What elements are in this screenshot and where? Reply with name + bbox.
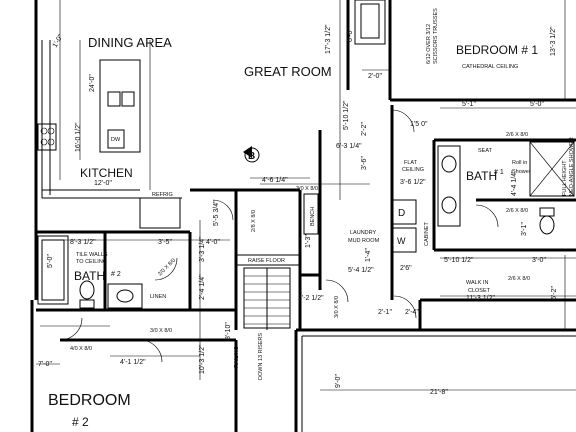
dim-text: 3'-6": [361, 156, 368, 170]
dim-text: 6'-3 1/4": [336, 143, 362, 150]
dim-text: 13'-3 1/2": [550, 26, 557, 56]
section-marker: B: [243, 146, 260, 163]
full-height-note-1: FULL HEIGHT: [562, 160, 568, 196]
railing-label: RAILING: [234, 346, 240, 368]
notes: TILE WALLS TO CEILING 6/12 OVER 3/12 SCI…: [76, 8, 575, 265]
dim-text: 5'-0": [530, 101, 544, 108]
dim-text: 16'-0 1/2": [75, 122, 82, 152]
dim-text: 5'-0": [47, 254, 54, 268]
dim-text: 6'-0": [347, 28, 354, 42]
bedroom1-label: BEDROOM # 1: [456, 43, 538, 57]
dim-text: 2'-2 1/2": [298, 295, 324, 302]
dim-text: 6'-2": [551, 286, 558, 300]
bath2-label: BATH: [74, 269, 105, 283]
bedroom1-ceiling-note: CATHEDRAL CEILING: [462, 64, 518, 70]
door-label: 2/6 X 8/0: [508, 276, 530, 282]
dim-text: 2'6": [400, 265, 412, 272]
dining-area-label: DINING AREA: [88, 35, 172, 50]
dim-text: 3'-0": [532, 257, 546, 264]
dim-text: 17'-3 1/2": [325, 24, 332, 54]
door-label: 4/0 X 8/0: [70, 346, 92, 352]
dim-text: 1'5 0": [410, 121, 428, 128]
dim-text: 12'-0": [94, 180, 112, 187]
dim-text: 2'-2": [361, 122, 368, 136]
dim-text: 5'-5 3/4": [213, 200, 220, 226]
dim-text: 3/0 X 8/0: [296, 186, 318, 192]
dim-text: 2'-4 1/4": [199, 274, 206, 300]
doors: [59, 109, 499, 363]
stairs: [243, 267, 291, 330]
tile-note-1: TILE WALLS: [76, 252, 108, 258]
door-label: 2/8 X 8/0: [251, 210, 257, 232]
mudroom-label: MUD ROOM: [348, 238, 380, 244]
seat-note: SEAT: [478, 148, 493, 154]
dim-text: 5'-10 1/2": [343, 100, 350, 130]
dim-text: 4'-0": [206, 239, 220, 246]
walls: [30, 0, 576, 432]
dim-text: 11'-3 1/2": [466, 295, 496, 302]
bedroom2-num: # 2: [72, 415, 89, 429]
closet-label: CLOSET: [468, 288, 491, 294]
dim-text: 24'-0": [89, 74, 96, 92]
flat-ceiling-label-1: FLAT: [404, 160, 418, 166]
section-marker-label: B: [248, 151, 255, 162]
door-label: 3/0 X 8/0: [150, 328, 172, 334]
dim-text: 3'-6 1/2": [400, 179, 426, 186]
dim-text: 3'-1": [521, 222, 528, 236]
walkin-label: WALK IN: [466, 280, 488, 286]
dim-text: 4'-6 1/4": [262, 177, 288, 184]
refrig-note: REFRIG: [152, 192, 173, 198]
dim-text: 3'-5": [158, 239, 172, 246]
dim-text: 21'-8": [430, 389, 448, 396]
bath2-num: # 2: [111, 271, 121, 278]
bath1-num: # 1: [494, 169, 504, 176]
dim-text: 7'-0": [38, 361, 52, 368]
dim-text: 8'-3 1/2": [70, 239, 96, 246]
full-height-note-2: NEO-ANGLE SHOWER: [569, 137, 575, 196]
dimension-lines: [36, 0, 576, 391]
dryer-note: D: [398, 208, 405, 219]
tile-note-2: TO CEILING: [76, 259, 107, 265]
dim-text: 2'-1": [378, 309, 392, 316]
door-label: 3/0 X 8/0: [334, 296, 340, 318]
dim-text: 1'-0": [52, 33, 65, 49]
door-label: 2/6 X 8/0: [506, 132, 528, 138]
scissor-note-2: SCISSORS TRUSSES: [433, 8, 439, 64]
room-labels: DINING AREA GREAT ROOM BEDROOM # 1 CATHE…: [48, 35, 538, 429]
bench-label: BENCH: [310, 207, 316, 226]
dw-note: DW: [111, 137, 121, 143]
dim-text: 5'-4 1/2": [348, 267, 374, 274]
bath1-label: BATH: [466, 169, 497, 183]
shower-note: Shower: [512, 169, 531, 175]
raise-floor-label: RAISE FLOOR: [248, 258, 285, 264]
dim-text: 4'-1 1/2": [120, 359, 146, 366]
laundry-label: LAUNDRY: [350, 230, 377, 236]
down-risers-label: DOWN 13 RISERS: [258, 333, 264, 380]
dim-text: 3'-3 1/4": [199, 236, 206, 262]
dim-text: 2'-0": [368, 73, 382, 80]
dim-text: 10'-3 1/2": [199, 344, 206, 374]
dim-text: 2'-4": [405, 309, 419, 316]
dim-text: 1'-3": [305, 234, 312, 248]
flat-ceiling-label-2: CEILING: [402, 167, 424, 173]
dim-text: 1'-4": [365, 248, 372, 262]
kitchen-label: KITCHEN: [80, 166, 133, 180]
cabinet-note: CABINET: [424, 222, 430, 246]
washer-note: W: [397, 236, 406, 246]
fixtures: [37, 0, 575, 309]
dim-text: 8'-10": [225, 322, 232, 340]
dim-text: 4'-4 1/4": [511, 170, 518, 196]
roll-in-note: Roll in: [512, 160, 527, 166]
dim-text: 5'-1": [462, 101, 476, 108]
dim-text: 5'-10 1/2": [444, 257, 474, 264]
door-label: 2/0 X 8/0: [157, 258, 177, 278]
scissor-note-1: 6/12 OVER 3/12: [426, 24, 432, 64]
linen-label: LINEN: [150, 294, 166, 300]
great-room-label: GREAT ROOM: [244, 64, 332, 79]
bedroom2-label: BEDROOM: [48, 392, 131, 409]
door-label: 2/6 X 8/0: [506, 208, 528, 214]
dim-text: 9'-0": [335, 374, 342, 388]
